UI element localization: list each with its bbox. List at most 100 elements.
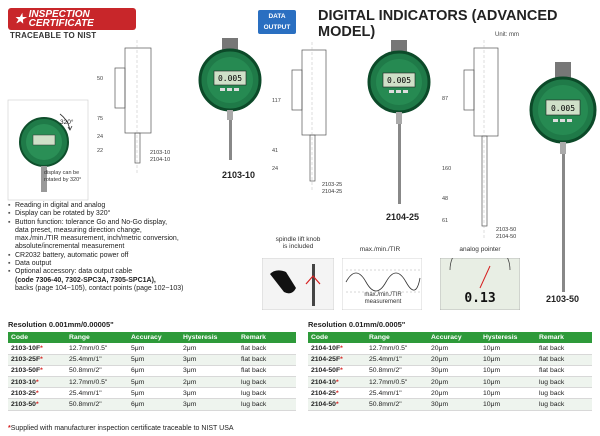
cell-range: 25.4mm/1" <box>66 387 128 400</box>
feature-continuation: (code 7306-40, 7302-SPC3A, 7305-SPC1A), <box>8 277 258 285</box>
cell-accuracy: 20μm <box>428 387 480 400</box>
knob-caption-line: spindle lift knob <box>275 236 321 243</box>
cell-range: 50.8mm/2" <box>66 365 128 378</box>
side-view-drawing-2: 117 41 24 <box>272 42 327 190</box>
data-output-badge: DATA OUTPUT <box>258 10 296 34</box>
knob-caption-line: is included <box>282 243 314 250</box>
rotation-angle: 320° <box>60 119 74 126</box>
cell-hysteresis: 10μm <box>480 354 536 366</box>
cell-range: 12.7mm/0.5" <box>366 343 428 355</box>
tir-inner-caption: max./min./TIR measurement <box>350 292 416 305</box>
cell-code: 2104-50* <box>308 398 366 411</box>
feature-text: data preset, measuring direction change, <box>15 226 142 234</box>
indicator-2103-50: 0.005 <box>529 62 597 292</box>
cell-code: 2103-50* <box>8 398 66 411</box>
table-header-row: Code Range Accuracy Hysteresis Remark <box>8 332 296 343</box>
data-output-line-1: DATA <box>268 13 286 20</box>
cell-remark: flat back <box>536 343 592 355</box>
cell-range: 50.8mm/2" <box>366 398 428 411</box>
cell-range: 25.4mm/1" <box>366 354 428 366</box>
cell-range: 12.7mm/0.5" <box>66 376 128 389</box>
display-reading-2: 0.005 <box>387 76 411 85</box>
svg-text:75: 75 <box>97 116 103 122</box>
svg-text:24: 24 <box>272 166 278 172</box>
cell-accuracy: 20μm <box>428 343 480 355</box>
col-hysteresis: Hysteresis <box>480 332 536 343</box>
footnote-star: * <box>8 425 11 432</box>
traceable-text: TRACEABLE TO NIST <box>10 31 97 40</box>
cell-hysteresis: 10μm <box>480 365 536 378</box>
col-remark: Remark <box>238 332 296 343</box>
spindle-lift-knob-image <box>262 258 334 310</box>
cell-accuracy: 5μm <box>128 376 180 389</box>
cell-code: 2104-50F* <box>308 365 366 378</box>
rotatable-gauge-illustration <box>7 99 89 201</box>
feature-continuation: data preset, measuring direction change, <box>8 227 258 235</box>
col-range: Range <box>66 332 128 343</box>
feature-text: (code 7306-40, 7302-SPC3A, 7305-SPC1A), <box>15 276 156 284</box>
code-line: 2104-50 <box>496 233 517 240</box>
model-label-2104-25: 2104-25 <box>386 212 420 222</box>
cell-code: 2103-10* <box>8 376 66 389</box>
cell-accuracy: 5μm <box>128 387 180 400</box>
cell-remark: flat back <box>536 354 592 366</box>
cell-remark: lug back <box>536 387 592 400</box>
col-accuracy: Accuracy <box>428 332 480 343</box>
cell-code: 2104-10* <box>308 376 366 389</box>
unit-label: Unit: mm <box>495 32 519 38</box>
col-remark: Remark <box>536 332 592 343</box>
side-view-drawing-3: 87 160 48 61 <box>442 40 499 238</box>
cell-hysteresis: 10μm <box>480 376 536 389</box>
display-reading-3: 0.005 <box>551 104 575 113</box>
code-line: 2103-10 <box>150 150 171 156</box>
codes-2104-25: 2103-25 2104-25 <box>322 182 342 195</box>
cell-range: 25.4mm/1" <box>66 354 128 366</box>
feature-continuation: max./min./TIR measurement, inch/metric c… <box>8 235 258 243</box>
svg-text:87: 87 <box>442 96 448 102</box>
code-line: 2103-25 <box>322 182 343 188</box>
codes-2103-50: 2103-50 2104-50 <box>496 227 516 240</box>
page-title: DIGITAL INDICATORS (ADVANCED MODEL) <box>318 8 558 40</box>
rotation-caption: display can be rotated by 320° <box>44 170 82 183</box>
tir-inner-line: measurement <box>364 298 402 305</box>
svg-text:41: 41 <box>272 148 278 154</box>
feature-item: Display can be rotated by 320° <box>8 210 258 219</box>
code-line: 2104-10 <box>150 156 171 163</box>
footnote-text: Supplied with manufacturer inspection ce… <box>10 425 234 432</box>
cell-code: 2103-25F* <box>8 354 66 366</box>
resolution-01-table: Code Range Accuracy Hysteresis Remark 21… <box>308 332 592 411</box>
table2-title: Resolution 0.01mm/0.0005" <box>308 320 406 329</box>
data-output-line-2: OUTPUT <box>263 24 291 31</box>
feature-item: CR2032 battery, automatic power off <box>8 252 258 261</box>
cell-hysteresis: 3μm <box>180 365 238 378</box>
cell-remark: flat back <box>536 365 592 378</box>
feature-continuation: absolute/incremental measurement <box>8 243 258 251</box>
tir-graph-image <box>342 258 422 310</box>
svg-text:24: 24 <box>97 134 103 140</box>
cell-hysteresis: 2μm <box>180 343 238 355</box>
cell-remark: lug back <box>536 376 592 389</box>
cell-range: 50.8mm/2" <box>66 398 128 411</box>
cell-remark: flat back <box>238 365 296 378</box>
cell-range: 12.7mm/0.5" <box>66 343 128 355</box>
model-label-2103-50: 2103-50 <box>546 294 580 304</box>
star-icon: ★ <box>14 11 26 26</box>
feature-text: backs (page 104~105), contact points (pa… <box>15 284 184 292</box>
feature-item: Reading in digital and analog <box>8 202 258 211</box>
analog-pointer-display-image: 0.13 <box>440 258 520 310</box>
cell-accuracy: 30μm <box>428 398 480 411</box>
table-header-row: Code Range Accuracy Hysteresis Remark <box>308 332 592 343</box>
tir-inner-line: max./min./TIR <box>364 292 402 298</box>
cell-remark: lug back <box>238 376 296 389</box>
cell-hysteresis: 10μm <box>480 398 536 411</box>
analog-caption: analog pointer <box>459 246 501 253</box>
